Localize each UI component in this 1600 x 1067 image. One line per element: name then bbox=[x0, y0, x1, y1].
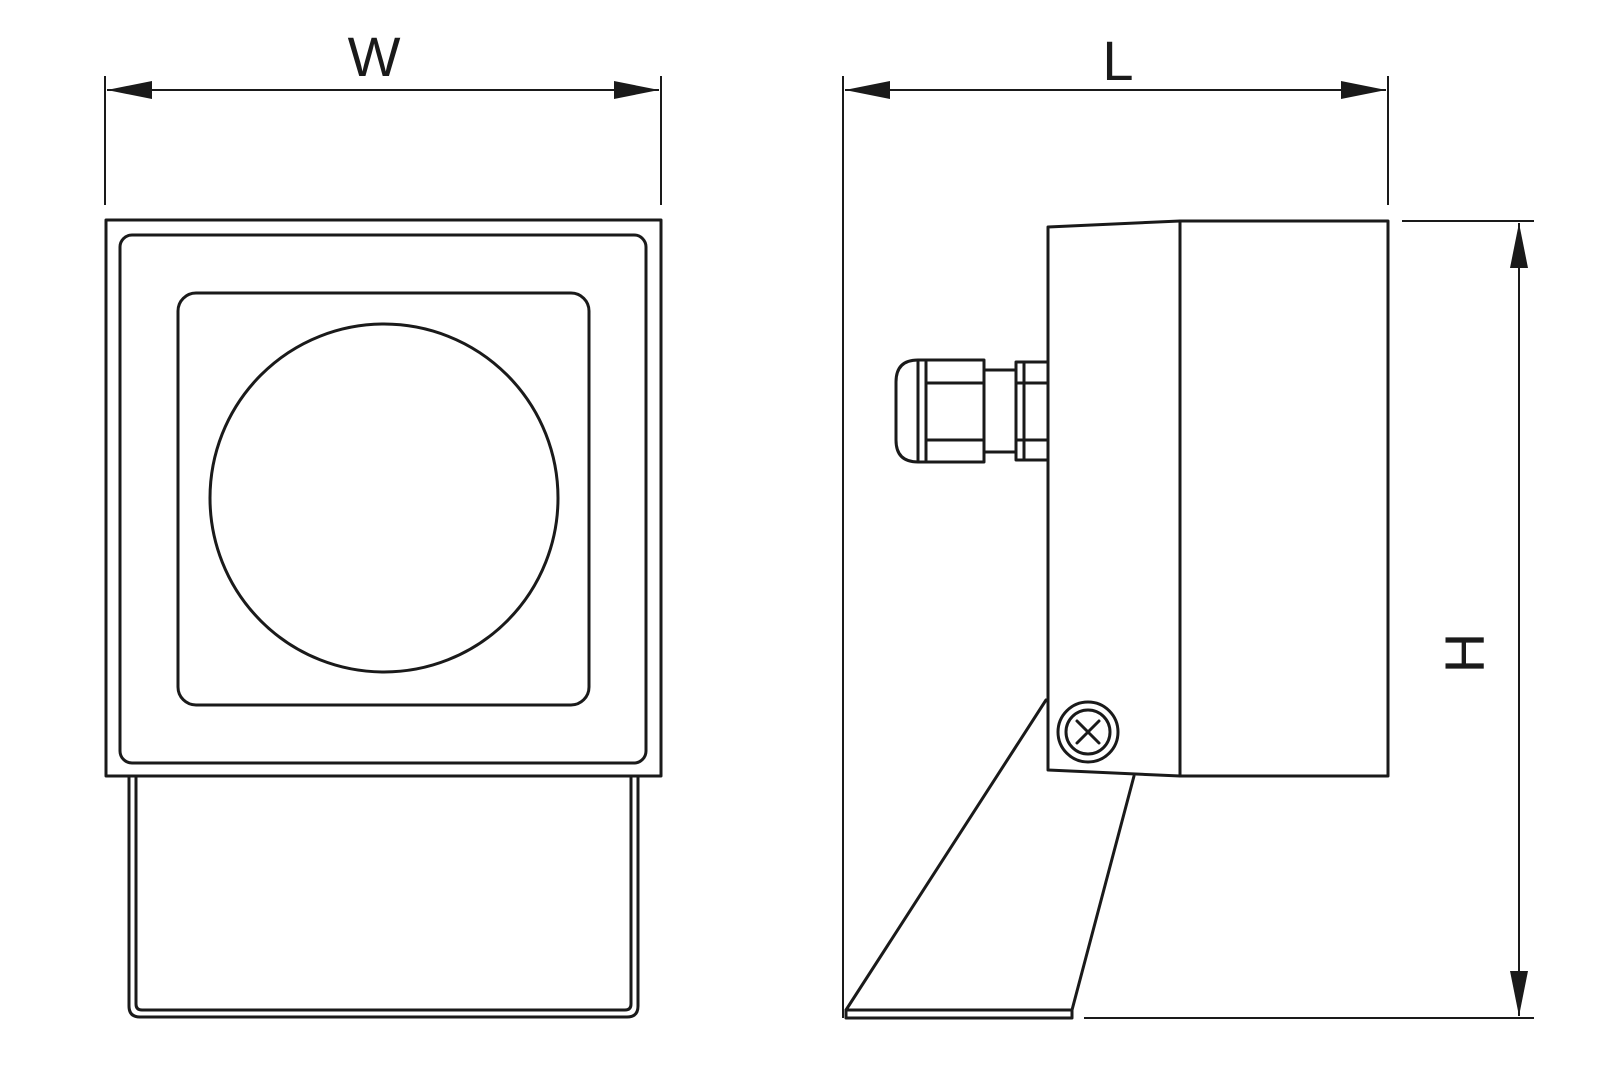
cross-screw-icon bbox=[1056, 700, 1120, 764]
length-dimension-label: L bbox=[1102, 29, 1133, 92]
side-view: L H bbox=[842, 29, 1534, 1020]
l-arrow-right bbox=[1341, 81, 1386, 99]
side-mounting-bracket bbox=[844, 698, 1136, 1020]
height-dimension-label: H bbox=[1433, 633, 1496, 673]
gland-nut bbox=[1014, 360, 1050, 462]
front-housing-outer bbox=[104, 218, 663, 778]
w-arrow-left bbox=[107, 81, 152, 99]
screw-cross bbox=[1075, 719, 1101, 745]
screw-inner bbox=[1064, 708, 1112, 756]
gland-body bbox=[982, 368, 1018, 454]
side-housing-body bbox=[1046, 219, 1390, 778]
lens-circle bbox=[208, 322, 560, 674]
front-housing-frame bbox=[118, 233, 648, 765]
h-arrow-bottom bbox=[1510, 971, 1528, 1016]
w-arrow-right bbox=[614, 81, 659, 99]
cable-gland bbox=[894, 358, 1050, 464]
screw-outer bbox=[1056, 700, 1120, 764]
front-mounting-bracket-outer bbox=[127, 774, 640, 1019]
front-view: W bbox=[104, 25, 663, 1019]
width-dimension-label: W bbox=[348, 25, 401, 88]
front-mounting-bracket-inner bbox=[134, 774, 633, 1012]
l-arrow-left bbox=[845, 81, 890, 99]
gland-cap bbox=[894, 358, 986, 464]
h-arrow-top bbox=[1510, 223, 1528, 268]
lens-panel bbox=[176, 291, 591, 707]
